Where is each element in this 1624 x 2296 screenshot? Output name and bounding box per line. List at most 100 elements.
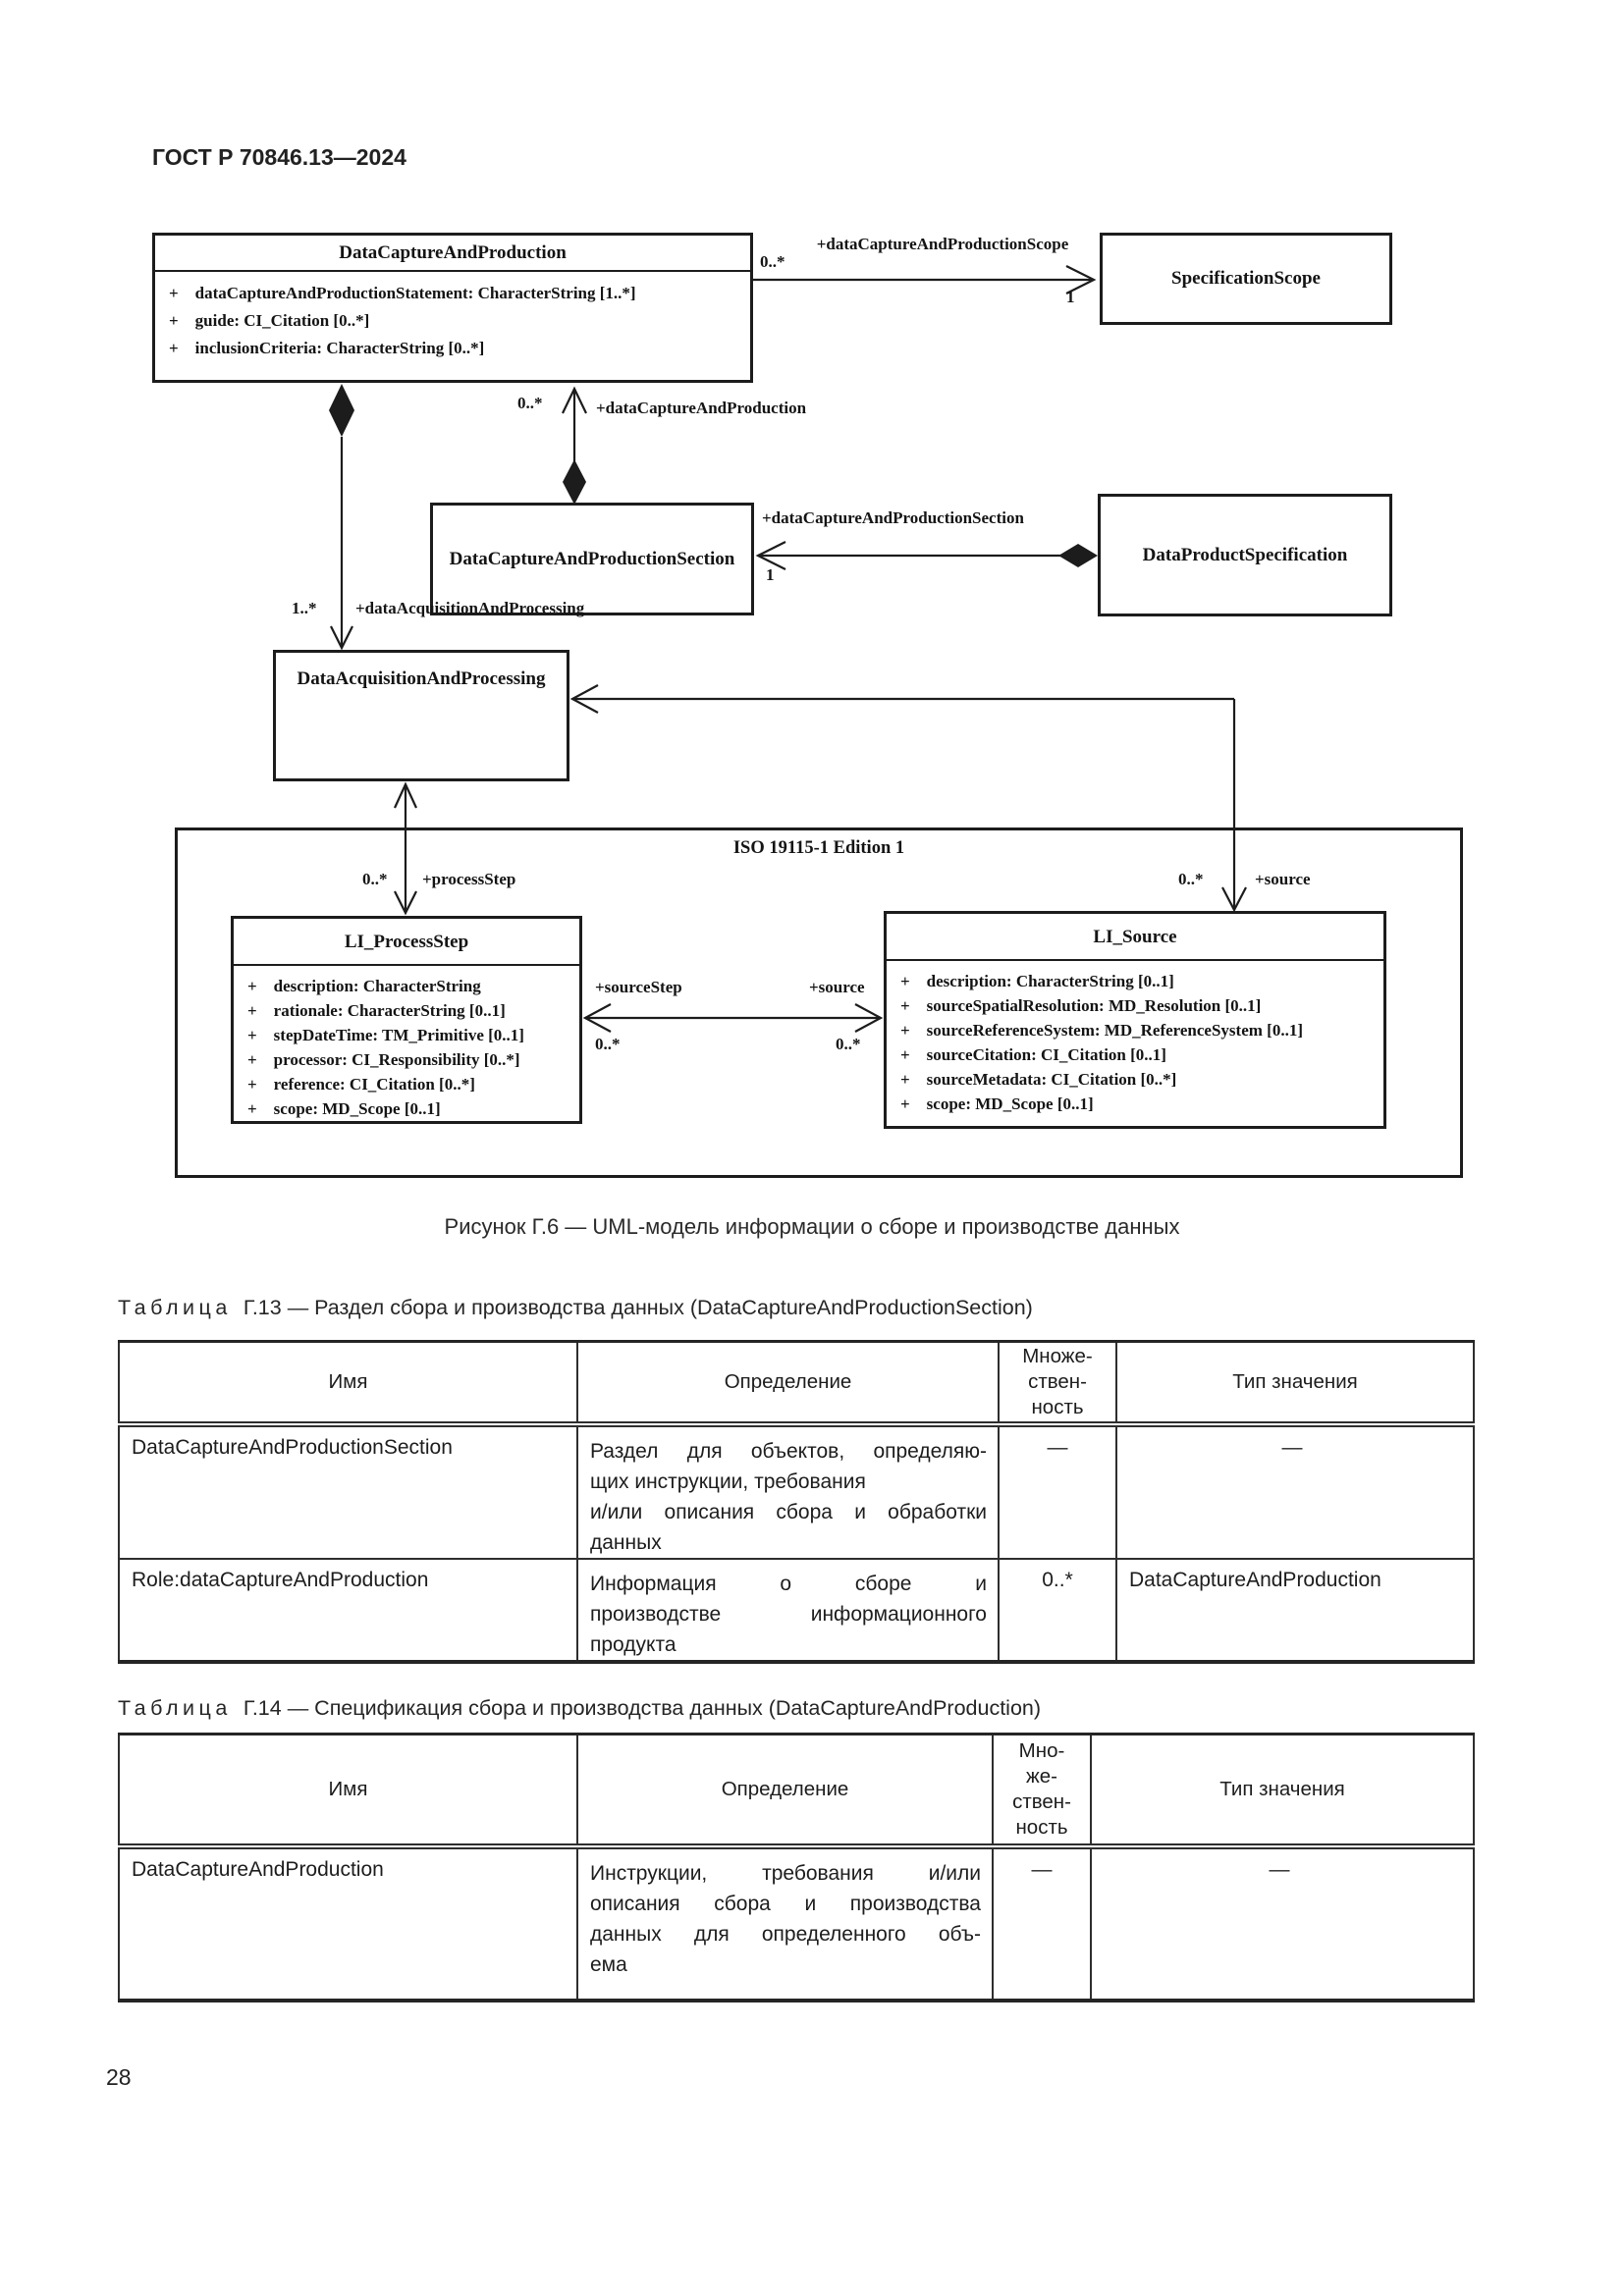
agg-capture-diamond [563,459,586,505]
cell-definition: Раздел для объектов, определяю- щих инст… [576,1423,1000,1560]
multiplicity-label: 0..* [517,394,543,412]
table-caption-word: Таблица [118,1696,232,1720]
figure-caption: Рисунок Г.6 — UML-модель информации о сб… [444,1214,1180,1239]
class-attributes: + description: CharacterString + rationa… [234,966,579,1121]
column-header-name: Имя [118,1340,578,1427]
assoc-role-label: +source [1255,870,1311,888]
class-li-process-step: LI_ProcessStep + description: CharacterS… [231,916,582,1124]
table-caption-text: Г.14 — Спецификация сбора и производства… [243,1696,1042,1720]
class-title: DataCaptureAndProduction [155,236,750,272]
assoc-source-down-arrowhead [1221,886,1247,913]
class-title: DataProductSpecification [1142,544,1348,565]
table-row: Role:dataCaptureAndProduction Информация… [118,1558,1475,1663]
class-attribute: + description: CharacterString [0..1] [900,972,1174,990]
column-header-value-type: Тип значения [1090,1733,1475,1849]
class-attribute: + guide: CI_Citation [0..*] [169,311,370,330]
cell-value-type: — [1115,1423,1475,1560]
definition-line: Инструкции, требования и/или [590,1861,981,1885]
assoc-section-arrowhead [755,541,786,570]
class-title: DataCaptureAndProductionSection [449,548,735,569]
class-title: LI_Source [887,914,1383,961]
class-attributes: + dataCaptureAndProductionStatement: Cha… [155,272,750,362]
cell-value-type: — [1090,1844,1475,2002]
assoc-role-label: +dataCaptureAndProduction [596,399,807,417]
class-attribute: + dataCaptureAndProductionStatement: Cha… [169,284,636,302]
definition-line: данных [590,1531,662,1554]
table-g14: Имя Определение Мно- же- ствен- ность Ти… [118,1733,1475,2002]
assoc-role-label: +dataCaptureAndProductionScope [816,235,1069,253]
cell-multiplicity: — [998,1423,1117,1560]
class-attributes: + description: CharacterString [0..1] + … [887,961,1383,1116]
definition-line: ема [590,1952,627,1976]
multiplicity-label: 0..* [836,1035,861,1053]
table-g13-caption: Таблица Г.13 — Раздел сбора и производств… [118,1296,1033,1320]
table-caption-text: Г.13 — Раздел сбора и производства данны… [243,1296,1033,1319]
class-li-source: LI_Source + description: CharacterString… [884,911,1386,1129]
table-caption-word: Таблица [118,1296,232,1319]
definition-line: Раздел для объектов, определяю- [590,1440,987,1463]
cell-multiplicity: 0..* [998,1558,1117,1663]
column-header-name: Имя [118,1733,578,1849]
class-attribute: + scope: MD_Scope [0..1] [900,1095,1094,1113]
multiplicity-label: 1 [766,565,775,584]
class-title: SpecificationScope [1171,268,1321,289]
definition-line: и/или описания сбора и обработки [590,1501,987,1523]
class-attribute: + description: CharacterString [247,977,481,995]
column-header-definition: Определение [576,1340,1000,1427]
class-data-product-specification: DataProductSpecification [1098,494,1392,616]
page-number: 28 [106,2064,132,2090]
table-header-row: Имя Определение Множе- ствен- ность Тип … [118,1340,1475,1427]
assoc-sourcestep-left-arrowhead [582,1003,612,1033]
assoc-role-label: +source [809,978,865,996]
column-header-multiplicity: Мно- же- ствен- ность [992,1733,1092,1849]
class-attribute: + inclusionCriteria: CharacterString [0.… [169,339,485,357]
class-attribute: + scope: MD_Scope [0..1] [247,1099,441,1118]
class-title: LI_ProcessStep [234,919,579,966]
cell-name: Role:dataCaptureAndProduction [118,1558,578,1663]
assoc-role-label: +dataAcquisitionAndProcessing [355,599,585,617]
cell-value-type: DataCaptureAndProduction [1115,1558,1475,1663]
assoc-processstep-down-arrowhead [394,890,417,916]
table-g14-caption: Таблица Г.14 — Спецификация сбора и произ… [118,1696,1041,1721]
cell-name: DataCaptureAndProductionSection [118,1423,578,1560]
assoc-sourcestep-right-arrowhead [854,1003,884,1033]
class-title: DataAcquisitionAndProcessing [297,668,546,689]
multiplicity-label: 0..* [760,252,785,271]
class-attribute: + sourceReferenceSystem: MD_ReferenceSys… [900,1021,1303,1040]
table-g13: Имя Определение Множе- ствен- ность Тип … [118,1340,1475,1664]
cell-definition: Информация о сборе и производстве информ… [576,1558,1000,1663]
class-data-acquisition-and-processing: DataAcquisitionAndProcessing [273,650,569,781]
class-attribute: + sourceSpatialResolution: MD_Resolution… [900,996,1262,1015]
table-row: DataCaptureAndProductionSection Раздел д… [118,1423,1475,1560]
assoc-role-label: +sourceStep [595,978,682,996]
definition-line: производстве информационного [590,1603,987,1626]
assoc-role-label: +dataCaptureAndProductionSection [762,508,1024,527]
class-attribute: + sourceCitation: CI_Citation [0..1] [900,1045,1166,1064]
definition-line: щих инструкции, требования [590,1470,866,1493]
definition-line: Информация о сборе и [590,1573,987,1595]
column-header-multiplicity: Множе- ствен- ность [998,1340,1117,1427]
cell-definition: Инструкции, требования и/или описания сб… [576,1844,994,2002]
definition-line: описания сбора и производства [590,1892,981,1915]
class-specification-scope: SpecificationScope [1100,233,1392,325]
assoc-scope-arrowhead [1065,265,1097,294]
column-header-value-type: Тип значения [1115,1340,1475,1427]
package-iso19115: ISO 19115-1 Edition 1 [175,828,1463,1178]
multiplicity-label: 1..* [292,599,317,617]
class-data-capture-and-production-section: DataCaptureAndProductionSection [430,503,754,615]
doc-header: ГОСТ Р 70846.13—2024 [152,144,406,170]
cell-name: DataCaptureAndProduction [118,1844,578,2002]
table-header-row: Имя Определение Мно- же- ствен- ность Ти… [118,1733,1475,1849]
cell-multiplicity: — [992,1844,1092,2002]
package-label: ISO 19115-1 Edition 1 [732,838,905,858]
diagram-connectors [329,265,1247,1033]
multiplicity-label: 1 [1066,288,1075,306]
class-attribute: + reference: CI_Citation [0..*] [247,1075,475,1094]
table-row: DataCaptureAndProduction Инструкции, тре… [118,1844,1475,2002]
class-attribute: + stepDateTime: TM_Primitive [0..1] [247,1026,524,1044]
composition-acq-arrowhead [330,625,353,651]
composition-acq-diamond [329,384,354,437]
class-attribute: + sourceMetadata: CI_Citation [0..*] [900,1070,1177,1089]
multiplicity-label: 0..* [1178,870,1204,888]
